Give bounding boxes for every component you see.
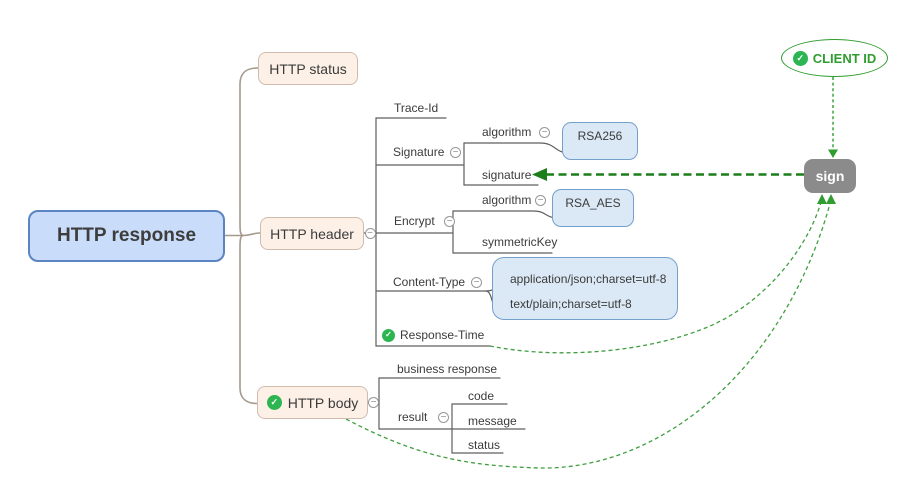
collapse-icon-signature[interactable]: − — [450, 147, 461, 158]
node-content-type[interactable]: Content-Type — [393, 275, 466, 289]
node-rsa-aes[interactable]: RSA_AES — [552, 189, 634, 227]
node-rsa256-label: RSA256 — [577, 129, 623, 143]
arrowhead-signature — [532, 168, 547, 181]
node-http-header[interactable]: HTTP header — [260, 217, 364, 250]
collapse-icon-content-type[interactable]: − — [471, 277, 482, 288]
arrowhead-sign-bottom-2 — [826, 194, 836, 204]
node-result[interactable]: result — [398, 410, 428, 424]
node-http-status[interactable]: HTTP status — [258, 52, 358, 85]
collapse-icon-http-header[interactable]: − — [364, 227, 376, 239]
node-signature-field[interactable]: signature — [482, 168, 532, 182]
task-done-icon: ✓ — [382, 328, 395, 342]
collapse-icon-result[interactable]: − — [438, 412, 449, 423]
node-response-time-label: Response-Time — [400, 328, 485, 342]
node-symmetric-key[interactable]: symmetricKey — [482, 235, 558, 249]
collapse-icon-http-body[interactable]: − — [368, 397, 379, 408]
verified-check-icon: ✓ — [792, 50, 808, 66]
arrowhead-sign-top — [828, 149, 838, 158]
node-content-type-json[interactable]: application/json;charset=utf-8 — [510, 272, 667, 286]
node-encrypt[interactable]: Encrypt — [394, 214, 435, 228]
node-http-response-label: HTTP response — [56, 225, 197, 246]
node-http-status-label: HTTP status — [269, 60, 347, 77]
node-trace-id[interactable]: Trace-Id — [394, 101, 439, 115]
connector-root-body — [239, 234, 258, 405]
root-connectors — [224, 67, 262, 405]
node-rsa256[interactable]: RSA256 — [562, 122, 638, 160]
connector-root-status — [239, 67, 259, 237]
node-http-header-label: HTTP header — [270, 225, 354, 242]
node-business-response[interactable]: business response — [397, 362, 498, 376]
task-done-icon: ✓ — [266, 395, 282, 410]
node-http-body[interactable]: ✓ HTTP body — [257, 386, 368, 419]
content-type-values-box[interactable] — [492, 257, 678, 320]
node-http-body-content: ✓ HTTP body — [266, 394, 359, 411]
node-client-id-label: CLIENT ID — [812, 50, 877, 66]
arrow-response-time-to-sign[interactable] — [489, 197, 823, 354]
node-response-time[interactable]: ✓ Response-Time — [382, 328, 484, 342]
node-content-type-plain[interactable]: text/plain;charset=utf-8 — [510, 297, 632, 311]
collapse-icon-encrypt-algorithm[interactable]: − — [535, 195, 546, 206]
arrow-http-body-to-sign[interactable] — [345, 199, 832, 469]
node-sign[interactable]: sign — [804, 159, 856, 193]
node-sign-label: sign — [815, 168, 845, 184]
node-status[interactable]: status — [468, 438, 501, 452]
node-signature-algorithm[interactable]: algorithm — [482, 125, 532, 139]
node-encrypt-algorithm[interactable]: algorithm — [482, 193, 532, 207]
collapse-icon-signature-algorithm[interactable]: − — [539, 127, 550, 138]
node-http-body-label: HTTP body — [287, 394, 359, 411]
node-message[interactable]: message — [468, 414, 517, 428]
node-client-id[interactable]: ✓ CLIENT ID — [781, 39, 888, 77]
node-signature[interactable]: Signature — [393, 145, 445, 159]
node-code[interactable]: code — [468, 389, 495, 403]
arrowhead-sign-bottom-1 — [817, 194, 827, 204]
relationship-arrows — [345, 77, 838, 469]
node-http-response[interactable]: HTTP response — [28, 210, 225, 262]
collapse-icon-encrypt[interactable]: − — [444, 216, 455, 227]
connector-root-header — [242, 232, 262, 237]
node-rsa-aes-label: RSA_AES — [565, 196, 621, 210]
